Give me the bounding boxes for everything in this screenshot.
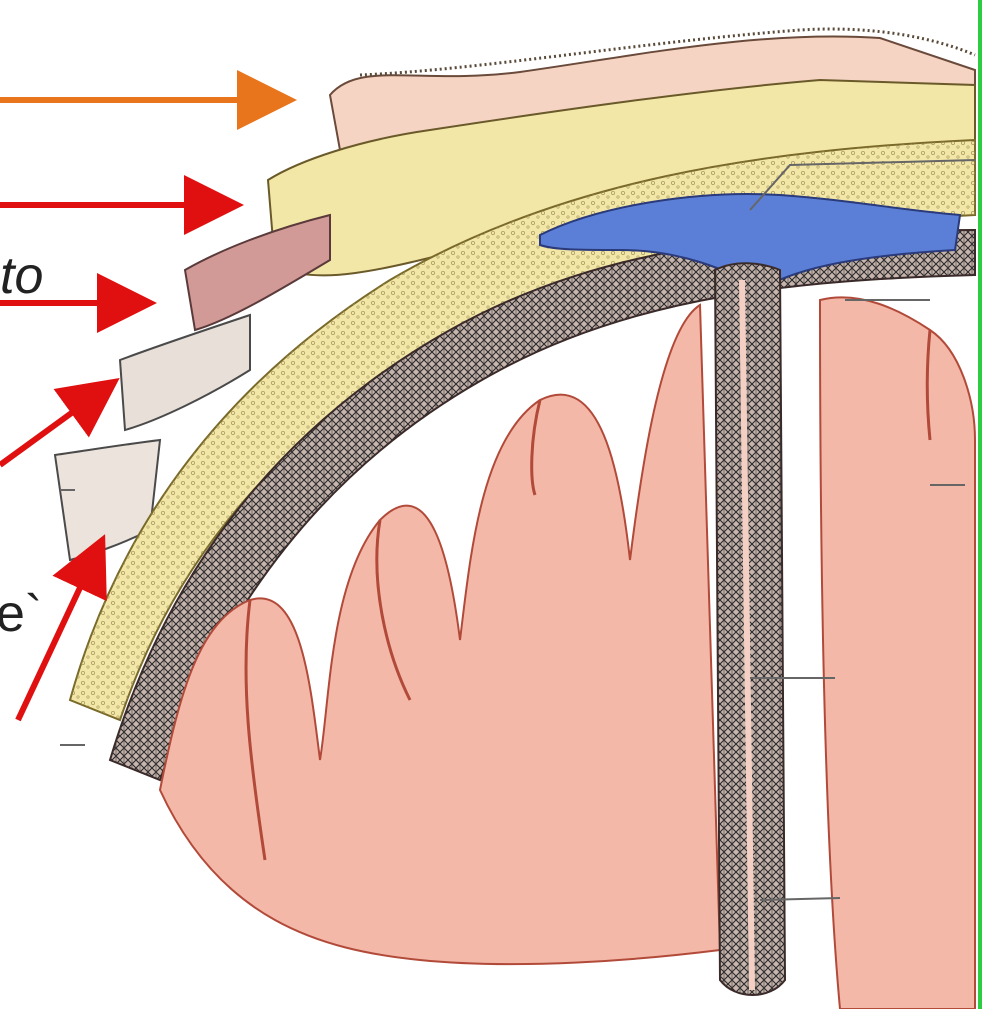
frame-border: [978, 0, 982, 1009]
galea-flap: [185, 215, 330, 330]
label-fragment-plain: e`: [0, 588, 42, 640]
label-fragment-italic: to: [0, 250, 43, 302]
